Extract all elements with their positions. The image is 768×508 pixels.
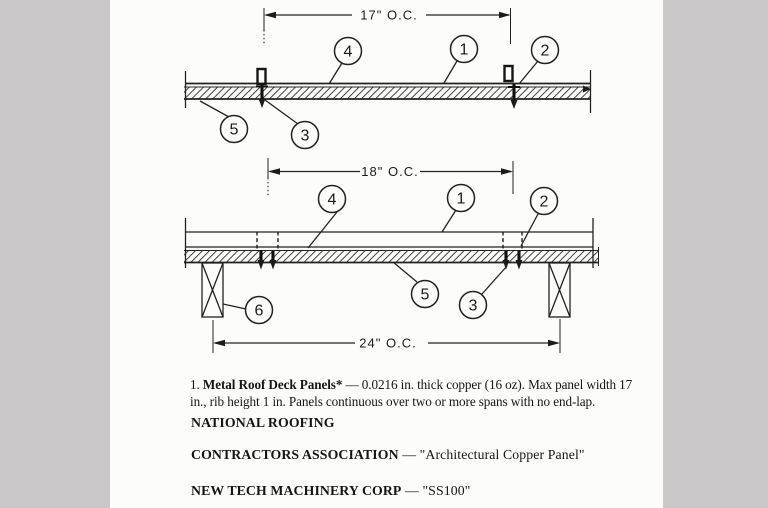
callout-top-1: 1 <box>449 34 479 64</box>
callout-top-4: 4 <box>333 36 363 66</box>
callout-top-3: 3 <box>290 120 320 150</box>
svg-text:1: 1 <box>460 42 469 59</box>
note-item-1-body: — 0.0216 in. thick copper (16 oz). Max p… <box>190 377 633 409</box>
svg-text:5: 5 <box>421 287 430 304</box>
callout-bot-6: 6 <box>244 295 274 325</box>
dim-label-24oc: 24" O.C. <box>359 336 416 351</box>
roof-panel-section-bottom <box>184 218 599 268</box>
note-item-1: 1. Metal Roof Deck Panels* — 0.0216 in. … <box>190 377 638 410</box>
svg-text:2: 2 <box>541 43 550 60</box>
dimension-18oc: 18" O.C. <box>267 158 514 196</box>
dim-label-18oc: 18" O.C. <box>361 164 418 179</box>
leader-bot-6 <box>222 303 247 310</box>
joist-left <box>201 262 224 318</box>
note-item-1-prefix: 1. <box>190 377 203 392</box>
roof-panel-section-top <box>184 70 592 113</box>
callout-bot-5: 5 <box>410 279 440 309</box>
joist-right <box>548 262 571 318</box>
deck-hatch-bottom <box>184 251 599 262</box>
callout-bot-3: 3 <box>458 290 488 320</box>
leader-top-2 <box>518 60 539 85</box>
dimension-24oc: 24" O.C. <box>212 319 561 353</box>
note-contractors-title: CONTRACTORS ASSOCIATION <box>191 447 399 462</box>
deck-hatch-top <box>184 87 591 99</box>
note-newtech-title: NEW TECH MACHINERY CORP <box>191 483 402 498</box>
diagram-top-17oc: 17" O.C. <box>184 8 592 150</box>
note-item-1-title: Metal Roof Deck Panels* <box>202 377 343 392</box>
leader-bot-5 <box>392 261 418 283</box>
svg-text:6: 6 <box>255 303 264 320</box>
note-contractors-product: — "Architectural Copper Panel" <box>398 447 585 462</box>
svg-text:3: 3 <box>469 298 478 315</box>
note-new-tech-machinery: NEW TECH MACHINERY CORP — "SS100" <box>191 483 470 499</box>
svg-text:3: 3 <box>301 128 310 145</box>
callout-bot-2: 2 <box>529 186 559 216</box>
callout-bot-1: 1 <box>446 183 476 213</box>
panel-seams <box>256 231 523 249</box>
leader-bot-4 <box>307 211 338 249</box>
note-national-roofing: NATIONAL ROOFING <box>191 415 335 431</box>
leader-bot-2 <box>520 213 539 247</box>
svg-text:4: 4 <box>344 44 353 61</box>
note-contractors-association: CONTRACTORS ASSOCIATION — "Architectural… <box>191 447 585 463</box>
dim-label-17oc: 17" O.C. <box>360 8 417 23</box>
note-national-roofing-title: NATIONAL ROOFING <box>191 415 335 430</box>
note-newtech-product: — "SS100" <box>401 483 471 498</box>
leader-top-5 <box>199 100 230 118</box>
diagram-bottom-18-24oc: 18" O.C. <box>184 158 599 353</box>
callout-top-2: 2 <box>530 35 560 65</box>
dimension-17oc: 17" O.C. <box>263 8 511 45</box>
leader-bot-1 <box>441 209 457 233</box>
seam-clip-right <box>503 64 520 109</box>
deck-fasteners <box>257 250 523 270</box>
leader-top-3 <box>264 99 299 125</box>
leader-top-1 <box>443 60 458 84</box>
svg-text:5: 5 <box>230 122 239 139</box>
leader-top-4 <box>328 62 343 85</box>
svg-text:2: 2 <box>540 194 549 211</box>
svg-text:1: 1 <box>457 191 466 208</box>
seam-clip-left <box>256 67 268 108</box>
leader-bot-3 <box>481 265 508 295</box>
callout-top-5: 5 <box>219 114 249 144</box>
callout-bot-4: 4 <box>317 184 347 214</box>
svg-text:4: 4 <box>328 192 337 209</box>
